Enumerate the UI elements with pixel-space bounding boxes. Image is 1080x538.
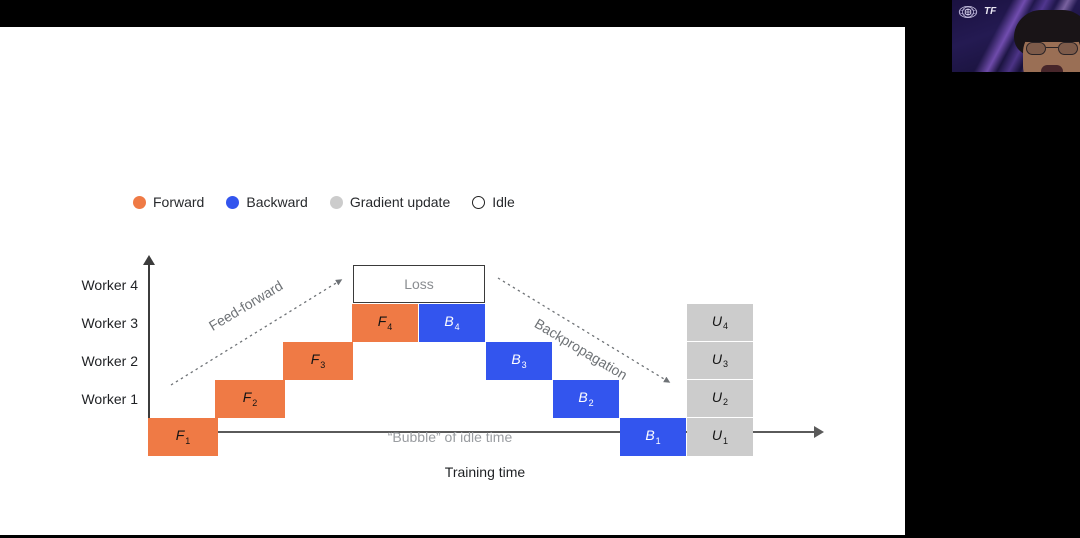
idle-dot-icon bbox=[472, 195, 486, 209]
y-axis-line bbox=[148, 262, 150, 432]
block-F4[interactable]: F4 bbox=[352, 304, 418, 342]
block-B3[interactable]: B3 bbox=[486, 342, 552, 380]
block-U4-label: U4 bbox=[711, 312, 729, 332]
avatar-mouth bbox=[1041, 65, 1063, 72]
gradient-dot-icon bbox=[329, 195, 343, 209]
block-B4-label: B4 bbox=[444, 313, 460, 332]
worker-label-3: Worker 3 bbox=[81, 315, 138, 331]
loss-box: Loss bbox=[353, 265, 485, 303]
block-F1-label: F1 bbox=[175, 427, 191, 446]
webcam-initials-label: TF bbox=[984, 6, 997, 17]
worker-axis-labels: Worker 4 Worker 3 Worker 2 Worker 1 bbox=[34, 262, 138, 432]
x-axis-line bbox=[148, 431, 816, 433]
legend-label-idle: Idle bbox=[492, 194, 515, 210]
block-F3[interactable]: F3 bbox=[283, 342, 353, 380]
chart-legend: Forward Backward Gradient update Idle bbox=[133, 195, 515, 209]
block-U1[interactable]: U1 bbox=[687, 418, 753, 456]
worker-label-4: Worker 4 bbox=[81, 277, 138, 293]
block-B4[interactable]: B4 bbox=[419, 304, 485, 342]
avatar-fringe bbox=[1018, 16, 1080, 42]
webcam-speaker-avatar bbox=[1014, 10, 1080, 72]
x-axis-title: Training time bbox=[444, 464, 526, 480]
block-B1[interactable]: B1 bbox=[620, 418, 686, 456]
block-U1-label: U1 bbox=[711, 427, 729, 446]
bubble-idle-time-caption: “Bubble” of idle time bbox=[387, 429, 513, 445]
loss-box-label: Loss bbox=[404, 276, 434, 292]
slide-canvas: Forward Backward Gradient update Idle Wo… bbox=[0, 27, 905, 535]
block-F4-label: F4 bbox=[377, 313, 393, 332]
legend-label-backward: Backward bbox=[246, 194, 308, 210]
block-U3-label: U3 bbox=[711, 350, 729, 370]
glasses-right-lens bbox=[1058, 42, 1078, 55]
block-B3-label: B3 bbox=[511, 351, 527, 370]
block-U2[interactable]: U2 bbox=[687, 380, 753, 418]
webcam-overlay[interactable]: TF bbox=[952, 0, 1080, 72]
block-U4[interactable]: U4 bbox=[687, 304, 753, 342]
legend-item-backward: Backward bbox=[226, 194, 308, 210]
feed-forward-annotation-label: Feed-forward bbox=[205, 277, 286, 334]
legend-item-idle: Idle bbox=[472, 195, 515, 209]
legend-item-gradient-update: Gradient update bbox=[329, 194, 451, 210]
webcam-badge: TF bbox=[958, 5, 996, 19]
glasses-bridge bbox=[1046, 47, 1058, 49]
block-U3[interactable]: U3 bbox=[687, 342, 753, 380]
legend-item-forward: Forward bbox=[133, 195, 204, 209]
block-F2-label: F2 bbox=[242, 389, 258, 408]
block-U2-label: U2 bbox=[711, 388, 729, 408]
legend-label-forward: Forward bbox=[153, 194, 205, 210]
backward-dot-icon bbox=[226, 195, 240, 209]
legend-label-gradient-update: Gradient update bbox=[349, 194, 451, 210]
forward-dot-icon bbox=[133, 195, 146, 209]
block-F2[interactable]: F2 bbox=[215, 380, 285, 418]
glasses-left-lens bbox=[1026, 42, 1046, 55]
block-B2-label: B2 bbox=[578, 389, 594, 408]
y-axis-arrowhead bbox=[143, 255, 155, 265]
glasses-icon bbox=[1026, 42, 1078, 55]
x-axis-arrowhead bbox=[814, 426, 824, 438]
worker-label-2: Worker 2 bbox=[81, 353, 138, 369]
pipeline-schedule-chart: Worker 4 Worker 3 Worker 2 Worker 1 Feed… bbox=[0, 27, 905, 535]
block-F1[interactable]: F1 bbox=[148, 418, 218, 456]
block-B1-label: B1 bbox=[645, 427, 661, 446]
worker-label-1: Worker 1 bbox=[81, 391, 138, 407]
block-F3-label: F3 bbox=[310, 351, 326, 370]
circular-emblem-logo-icon bbox=[958, 6, 978, 18]
block-B2[interactable]: B2 bbox=[553, 380, 619, 418]
